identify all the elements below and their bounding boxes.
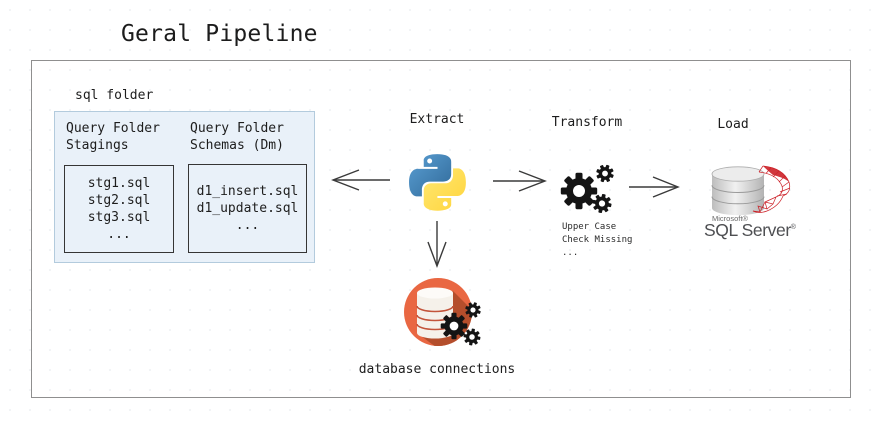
microsoft-brand-text: Microsoft® (712, 214, 748, 223)
schemas-folder-title: Query Folder Schemas (Dm) (190, 121, 284, 153)
file-item: stg2.sql (87, 193, 151, 208)
transform-operations: Upper Case Check Missing ... (562, 221, 632, 260)
sql-server-logo-icon (711, 165, 791, 216)
operation-item: Check Missing (562, 235, 633, 245)
stagings-folder-title: Query Folder Stagings (66, 121, 160, 153)
sql-server-brand-text: SQL Server® (704, 220, 796, 241)
page-title: Geral Pipeline (121, 21, 318, 47)
database-connections-icon (404, 278, 484, 347)
arrow-down-icon (427, 221, 447, 268)
file-item: stg3.sql (87, 210, 151, 225)
file-item: d1_insert.sql (196, 184, 299, 199)
operation-item: Upper Case (562, 222, 617, 232)
file-item: d1_update.sql (196, 201, 299, 216)
sql-server-wordmark: SQL Server (704, 220, 791, 240)
operation-item-ellipsis: ... (562, 248, 579, 258)
sql-folder-label: sql folder (75, 88, 154, 103)
stagings-file-list: stg1.sql stg2.sql stg3.sql ... (64, 165, 174, 253)
sql-folder-group-box (54, 111, 315, 263)
pipeline-container-box (31, 60, 851, 398)
load-stage-label: Load (717, 117, 749, 132)
database-connections-label: database connections (358, 362, 516, 377)
arrow-right-transform-load-icon (629, 176, 680, 198)
file-item-ellipsis: ... (107, 227, 131, 242)
transform-gears-icon (560, 162, 617, 215)
arrow-right-extract-transform-icon (493, 170, 547, 192)
file-item-ellipsis: ... (235, 218, 260, 233)
registered-mark: ® (790, 224, 796, 232)
file-item: stg1.sql (87, 176, 151, 191)
arrow-left-icon (331, 169, 390, 191)
python-logo-icon (409, 154, 466, 211)
schemas-file-list: d1_insert.sql d1_update.sql ... (188, 164, 307, 253)
transform-stage-label: Transform (551, 115, 623, 130)
extract-stage-label: Extract (409, 112, 465, 127)
